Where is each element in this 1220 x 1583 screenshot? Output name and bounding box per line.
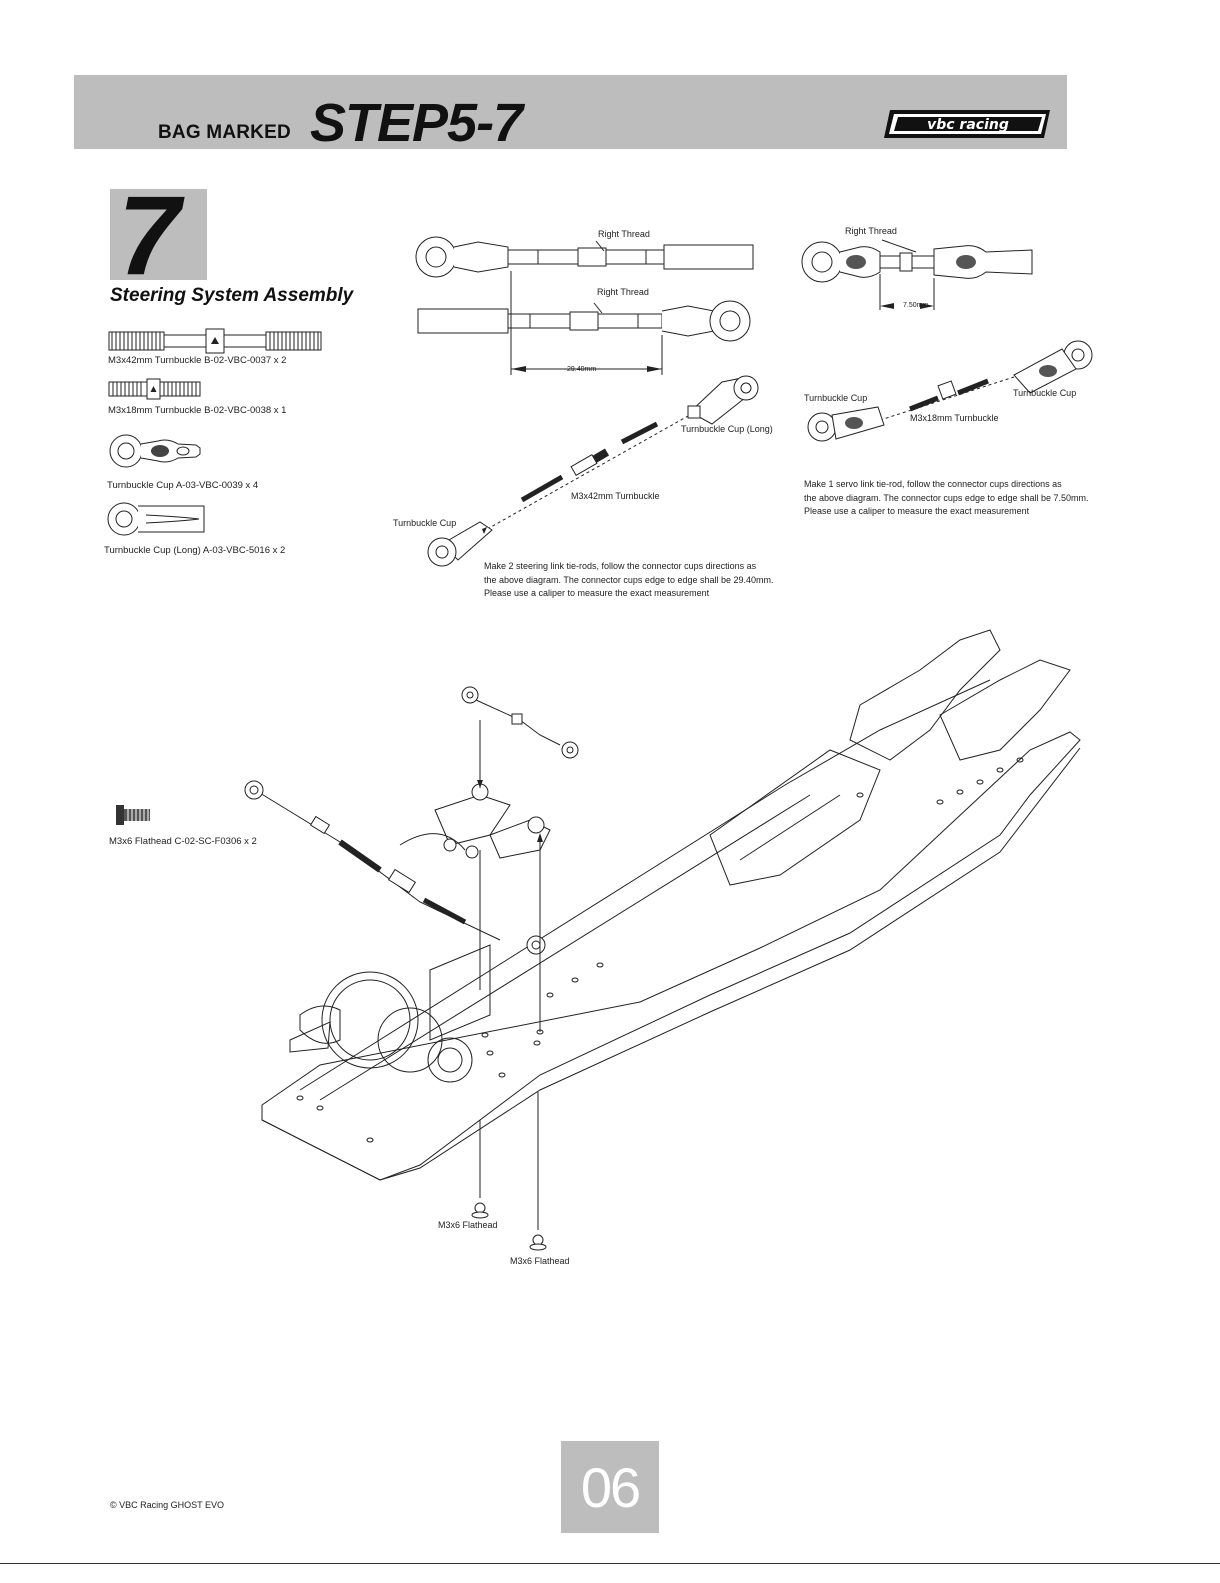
label-m3x42-turnbuckle: M3x42mm Turnbuckle — [571, 491, 660, 501]
turnbuckle-cup-icon — [109, 434, 201, 468]
section-title: Steering System Assembly — [110, 285, 354, 306]
servo-note-line-2: the above diagram. The connector cups ed… — [804, 492, 1089, 503]
label-right-thread-top: Right Thread — [598, 229, 650, 239]
turnbuckle-cup-long-icon — [107, 502, 205, 536]
part-label-turnbuckle-cup: Turnbuckle Cup A-03-VBC-0039 x 4 — [107, 480, 259, 491]
label-turnbuckle-cup-long: Turnbuckle Cup (Long) — [681, 424, 773, 434]
servo-link-note: Make 1 servo link tie-rod, follow the co… — [804, 478, 1089, 519]
servo-link-exploded — [807, 340, 1093, 442]
page-number-box: 06 — [561, 1441, 659, 1533]
servo-link-diagram — [801, 239, 1033, 310]
copyright-text: © VBC Racing GHOST EVO — [110, 1500, 224, 1510]
step-number: 7 — [118, 173, 180, 298]
label-m3x18-turnbuckle: M3x18mm Turnbuckle — [910, 413, 999, 423]
label-m3x6-flathead-1: M3x6 Flathead — [438, 1220, 498, 1230]
label-m3x6-flathead-2: M3x6 Flathead — [510, 1256, 570, 1266]
dimension-7-50mm: 7.50mm — [903, 302, 929, 309]
brand-logo: vbc racing — [884, 104, 1056, 149]
turnbuckle-short-icon — [108, 378, 201, 400]
label-right-thread-bottom: Right Thread — [597, 287, 649, 297]
servo-note-line-3: Please use a caliper to measure the exac… — [804, 506, 1030, 516]
turnbuckle-long-icon — [108, 328, 322, 354]
label-turnbuckle-cup-steering: Turnbuckle Cup — [393, 518, 457, 528]
part-label-turnbuckle-short: M3x18mm Turnbuckle B-02-VBC-0038 x 1 — [108, 405, 287, 416]
flathead-screw-icon — [116, 805, 150, 825]
step-number-box — [110, 189, 207, 280]
brand-logo-text: vbc racing — [927, 117, 1009, 133]
steering-note-line-1: Make 2 steering link tie-rods, follow th… — [484, 561, 757, 571]
steering-note-line-2: the above diagram. The connector cups ed… — [484, 574, 774, 585]
steering-link-diagram — [415, 236, 754, 386]
steering-link-note: Make 2 steering link tie-rods, follow th… — [484, 560, 774, 601]
steering-note-line-3: Please use a caliper to measure the exac… — [484, 588, 710, 598]
label-turnbuckle-cup-servo-right: Turnbuckle Cup — [1013, 388, 1077, 398]
steering-link-exploded — [427, 375, 759, 567]
servo-note-line-1: Make 1 servo link tie-rod, follow the co… — [804, 479, 1062, 489]
label-right-thread-servo: Right Thread — [845, 226, 897, 236]
page-number: 06 — [580, 1455, 641, 1519]
part-label-turnbuckle-long: M3x42mm Turnbuckle B-02-VBC-0037 x 2 — [108, 355, 287, 366]
part-label-flathead: M3x6 Flathead C-02-SC-F0306 x 2 — [109, 836, 257, 847]
dimension-29-40mm: 29.40mm — [567, 366, 597, 373]
bag-marked-label: BAG MARKED — [158, 122, 291, 143]
chassis-assembly-drawing — [244, 629, 1081, 1251]
step-title: STEP5-7 — [310, 93, 523, 153]
label-turnbuckle-cup-servo-left: Turnbuckle Cup — [804, 393, 868, 403]
bottom-rule — [0, 1563, 1220, 1564]
part-label-turnbuckle-cup-long: Turnbuckle Cup (Long) A-03-VBC-5016 x 2 — [104, 545, 286, 556]
